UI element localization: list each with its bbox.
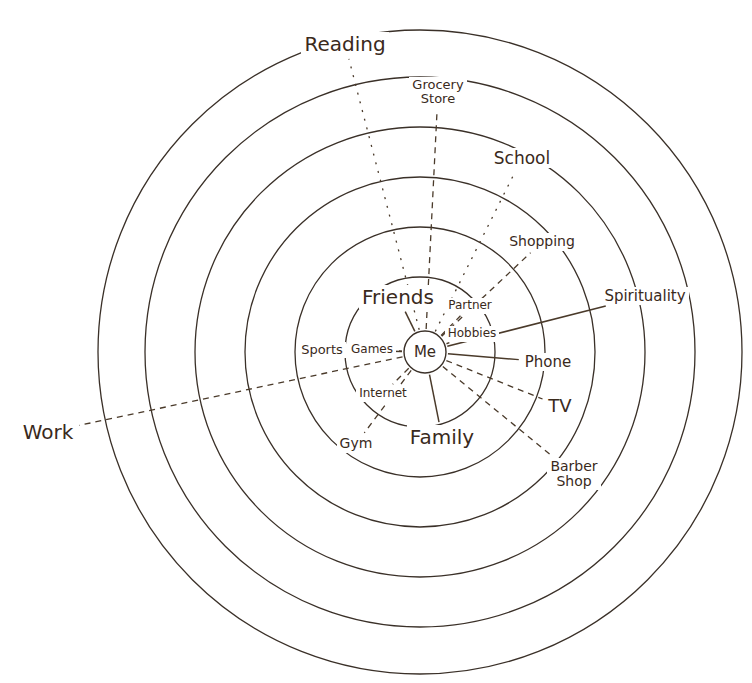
node-text: Friends	[362, 286, 434, 308]
ecomap-label: Games	[348, 342, 396, 357]
ecomap-label: Work	[20, 420, 77, 444]
node-text: TV	[548, 396, 571, 416]
connector-line	[442, 253, 531, 337]
node-text: Internet	[359, 387, 407, 400]
ecomap-label: TV	[545, 395, 574, 417]
ecomap-label: Family	[407, 425, 477, 449]
ecomap-label: Spirituality	[601, 287, 688, 306]
ecomap-label: Shopping	[506, 233, 578, 250]
node-text: Spirituality	[604, 288, 685, 305]
ring	[98, 30, 742, 674]
ring	[145, 77, 695, 627]
node-text: Gym	[340, 436, 373, 451]
ecomap-label: School	[491, 148, 553, 169]
ecomap-label: Friends	[359, 285, 437, 309]
ecomap-label: Hobbies	[445, 326, 500, 341]
node-text: Reading	[304, 33, 385, 55]
ecomap-label: Internet	[356, 386, 410, 401]
ring	[345, 277, 495, 427]
node-text: Shopping	[509, 234, 575, 249]
node-text: Family	[410, 426, 474, 448]
connector-line	[430, 375, 439, 423]
center-circle: Me	[403, 330, 447, 374]
connector-line	[435, 171, 515, 331]
connector-line	[393, 368, 409, 384]
ecomap-label: Gym	[337, 435, 376, 452]
connector-line	[364, 370, 411, 432]
connector-line	[405, 312, 415, 332]
ecomap-label: Barber Shop	[547, 458, 600, 491]
node-text: Partner	[448, 299, 492, 312]
connector-line	[446, 343, 449, 344]
ring	[295, 227, 545, 477]
ecomap-label: Phone	[522, 353, 574, 372]
node-text: Me	[414, 344, 436, 361]
node-text: Barber Shop	[550, 459, 597, 490]
connector-line	[448, 354, 519, 360]
node-text: Games	[351, 343, 393, 356]
node-text: Hobbies	[448, 327, 497, 340]
ecomap-label: Partner	[445, 298, 495, 313]
ecomap-label: Sports	[298, 342, 346, 358]
ring	[245, 177, 595, 527]
node-text: Sports	[301, 343, 343, 357]
ecomap-label: Reading	[301, 32, 388, 56]
ecomap-label: Grocery Store	[409, 77, 466, 108]
ring	[195, 127, 645, 577]
node-text: Work	[23, 421, 74, 443]
node-text: Phone	[525, 354, 571, 371]
node-text: Grocery Store	[412, 78, 463, 107]
connector-line	[79, 357, 402, 426]
connector-line	[399, 350, 402, 352]
node-text: School	[494, 149, 550, 168]
